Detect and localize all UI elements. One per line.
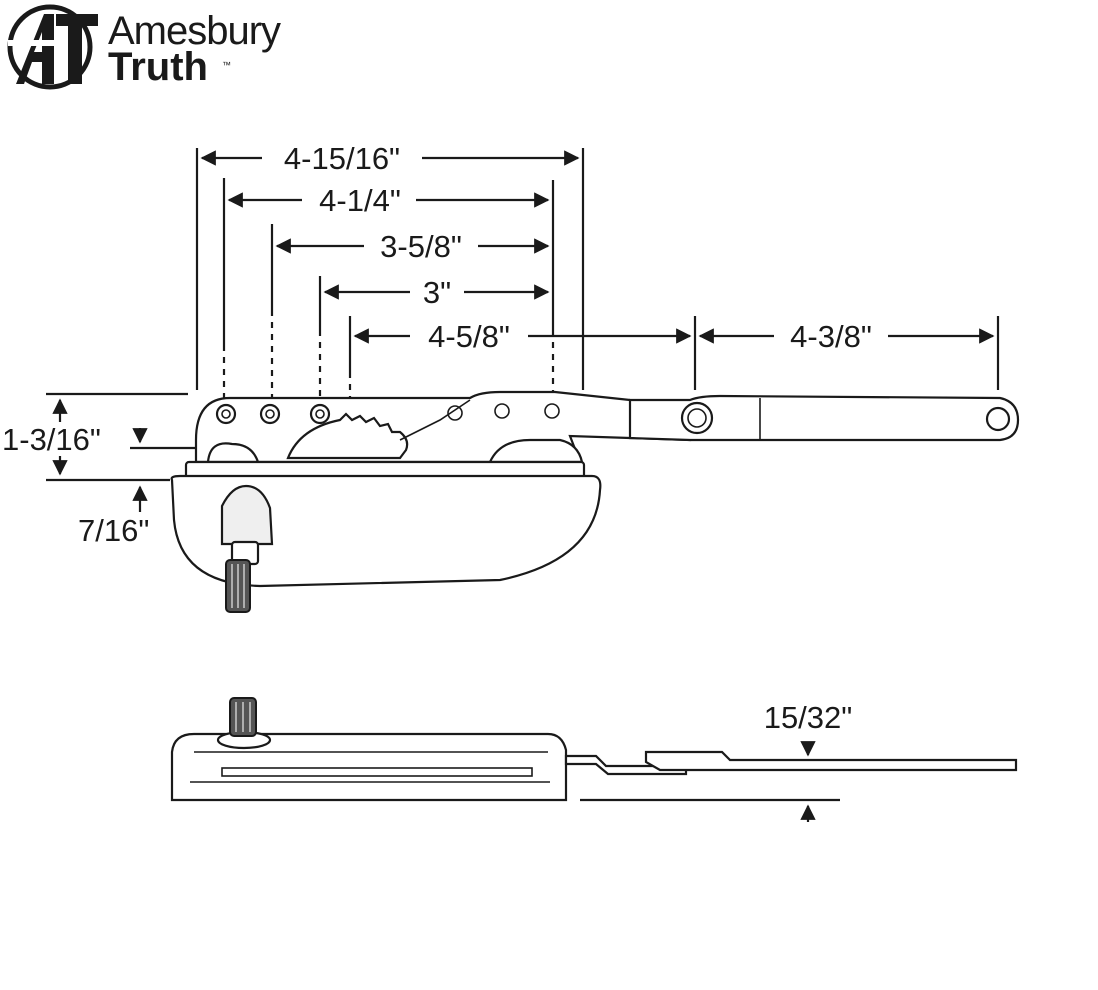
arm-end-hole	[985, 406, 1011, 432]
mount-hole-2-inner	[265, 409, 275, 419]
operator-top-view	[170, 390, 1020, 613]
mount-hole-1	[215, 403, 237, 425]
dim-label-body-height: 1-3/16"	[2, 422, 101, 457]
foot-left	[206, 442, 260, 464]
gear-link	[399, 399, 471, 441]
dim-label-hole-span-a: 4-1/4"	[319, 183, 401, 218]
dim-label-hole-span-b: 3-5/8"	[380, 229, 462, 264]
brand-name-amesbury: Amesbury	[108, 9, 281, 53]
rivet-2	[494, 403, 510, 419]
trademark-mark: ™	[222, 60, 231, 70]
arm-pivot-hole-inner	[687, 408, 707, 428]
mount-plate	[194, 390, 692, 464]
operator-arm	[628, 394, 1020, 442]
rivet-1	[447, 405, 463, 421]
foot-right	[488, 438, 584, 464]
brand-name-truth: Truth	[108, 45, 208, 89]
crank-boss	[220, 484, 274, 546]
mount-hole-1-inner	[221, 409, 231, 419]
dim-label-arm-to-pivot: 4-5/8"	[428, 319, 510, 354]
logo-mark-icon	[7, 4, 98, 90]
dim-label-overall-length: 4-15/16"	[284, 141, 400, 176]
mount-hole-3-inner	[315, 409, 325, 419]
operator-housing	[170, 474, 602, 588]
side-housing	[170, 732, 568, 802]
rivet-3	[544, 403, 560, 419]
gear-sector	[286, 412, 409, 460]
side-slot	[221, 767, 533, 777]
arm-pivot-hole	[680, 401, 714, 435]
operator-side-view: 15/32"	[170, 697, 1018, 822]
dim-label-arm-thickness: 15/32"	[764, 700, 853, 735]
dim-label-hole-span-c: 3"	[423, 275, 451, 310]
brand-logo: Amesbury Truth ™	[7, 4, 282, 90]
side-arm	[644, 750, 1018, 772]
mount-hole-2	[259, 403, 281, 425]
top-view-dimensions: 4-15/16" 4-1/4" 3-5/8" 3" 4-5/8" 4-3/8" …	[2, 141, 1000, 548]
dim-label-base-offset: 7/16"	[78, 513, 149, 548]
mount-hole-3	[309, 403, 331, 425]
dim-label-arm-extension: 4-3/8"	[790, 319, 872, 354]
